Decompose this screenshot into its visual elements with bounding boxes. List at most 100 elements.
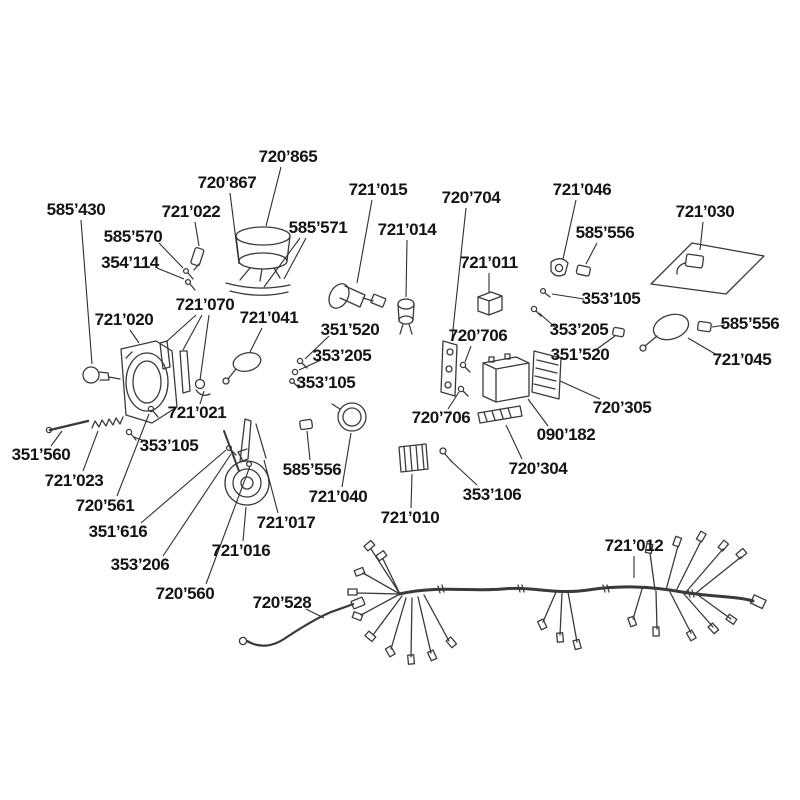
part-label-354114-12: 354’114 [101,253,159,272]
leader-line [596,335,616,350]
part-label-721016-42: 721’016 [211,541,271,560]
part-label-721020-17: 721’020 [94,310,154,329]
leader-line [298,359,322,371]
part-label-721017-39: 721’017 [256,513,316,532]
part-label-351520-18: 351’520 [320,320,380,339]
bulb-585430-illustration [82,366,121,384]
leader-line [559,380,601,400]
leader-line [82,430,99,472]
leader-line [356,199,373,284]
leader-line [687,337,718,356]
part-label-720304-34: 720’304 [508,459,568,478]
leader-line [410,473,413,509]
clamp-721046-illustration [550,258,591,277]
leader-line [158,242,184,269]
screws-horn-area-illustration [225,444,253,468]
leader-line [405,239,408,298]
strap-720304-illustration [477,405,523,424]
part-label-090182-29: 090’182 [536,425,596,444]
part-label-585556-11: 585’556 [575,223,635,242]
leader-line [249,327,263,353]
part-label-720305-27: 720’305 [592,398,652,417]
relay-721011-illustration [477,291,503,316]
leader-line [165,314,197,343]
leader-line [505,424,523,460]
part-label-721030-5: 721’030 [675,202,735,221]
bolt-351560-illustration [45,419,90,434]
leader-line [283,237,307,280]
leader-line [129,329,140,344]
leader-line [551,293,585,300]
leader-line [341,432,352,488]
part-label-585571-9: 585’571 [288,218,348,237]
part-label-351616-38: 351’616 [88,522,148,541]
horn-721016-illustration [224,448,270,506]
leader-line [263,459,279,514]
part-label-721010-40: 721’010 [380,508,440,527]
leader-line [205,465,251,585]
part-label-353206-41: 353’206 [110,555,170,574]
part-label-353106-37: 353’106 [462,485,522,504]
part-label-721022-7: 721’022 [161,202,221,221]
part-label-720561-35: 720’561 [75,496,135,515]
part-label-721015-2: 721’015 [348,180,408,199]
part-label-721023-32: 721’023 [44,471,104,490]
headlight-illustration [120,340,178,424]
part-label-720528-44: 720’528 [252,593,312,612]
leader-line [585,242,598,265]
part-label-720706-28: 720’706 [411,408,471,427]
part-label-585570-8: 585’570 [103,227,163,246]
leader-line [699,221,704,251]
leader-line [265,166,282,227]
part-label-353105-14: 353’105 [581,289,641,308]
bracket-720704-illustration [440,340,458,397]
screws-720706-illustration [457,361,471,397]
plate-721030-illustration [650,242,765,295]
leader-line [263,237,301,288]
part-label-353205-19: 353’205 [549,320,609,339]
ignition-switch-721015-illustration [328,283,387,309]
leader-line [711,324,726,328]
part-label-721045-24: 721’045 [712,350,772,369]
battery-illustration [482,353,530,403]
fasteners-right-illustration [530,287,625,338]
leader-line [538,312,557,329]
part-label-720706-22: 720’706 [448,326,508,345]
part-label-720560-43: 720’560 [155,584,215,603]
part-label-353205-21: 353’205 [312,346,372,365]
leader-line [464,345,472,363]
vent-cover-720305-illustration [531,350,562,400]
leader-line [133,436,148,443]
lamp-721040-illustration [299,402,367,432]
leader-line [527,398,549,427]
leader-line [451,207,467,340]
cable-720528-illustration [238,596,366,647]
bulb-socket-721022-illustration [190,247,205,271]
leader-line [242,506,247,542]
part-label-585556-33: 585’556 [282,460,342,479]
part-label-721040-36: 721’040 [308,487,368,506]
leader-line [156,267,185,280]
leader-line [199,390,205,405]
part-label-721041-16: 721’041 [239,308,299,327]
part-label-721012-45: 721’012 [604,536,664,555]
part-label-720704-3: 720’704 [441,188,501,207]
leader-line [50,430,63,447]
leader-line [304,335,330,360]
part-label-351560-30: 351’560 [11,445,71,464]
switch-721014-illustration [397,298,415,335]
leader-line [116,413,150,497]
part-label-720867-1: 720’867 [197,173,257,192]
leader-line [140,449,227,524]
turn-signal-front-721041-illustration [222,351,262,385]
part-label-721070-15: 721’070 [175,295,235,314]
part-label-585430-6: 585’430 [46,200,106,219]
regulator-721010-illustration [398,443,429,473]
part-label-720865-0: 720’865 [258,147,318,166]
leader-line [562,199,577,260]
leader-line [305,608,325,619]
leader-line [80,219,93,365]
leader-line [447,391,460,410]
